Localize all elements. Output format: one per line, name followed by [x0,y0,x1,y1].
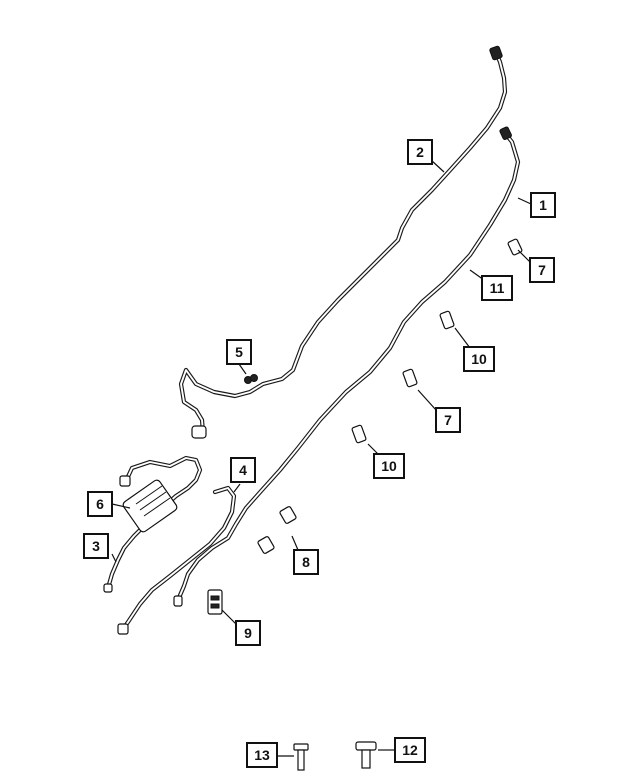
tube-2 [178,45,508,439]
svg-text:13: 13 [254,747,270,763]
callout-11: 11 [481,275,513,301]
leader-lines [111,159,532,757]
clip-part-7b [402,368,418,388]
callout-12: 12 [394,737,426,763]
callout-10a: 10 [463,346,495,372]
callout-6: 6 [87,491,113,517]
svg-text:6: 6 [96,496,104,512]
tube-2-end-fitting [191,425,207,439]
callout-8: 8 [293,549,319,575]
svg-text:11: 11 [490,280,505,296]
callout-10b: 10 [373,453,405,479]
callout-2: 2 [407,139,433,165]
tube-3-end-fitting [119,475,131,487]
callout-3: 3 [83,533,109,559]
callout-9: 9 [235,620,261,646]
svg-text:4: 4 [239,462,247,478]
svg-text:5: 5 [235,344,243,360]
bolt-part-13 [293,743,309,771]
clip-part-5 [244,374,258,384]
callout-13: 13 [246,742,278,768]
svg-text:7: 7 [538,262,546,278]
tube-1 [173,126,521,607]
callout-7a: 7 [529,257,555,283]
svg-text:9: 9 [244,625,252,641]
tube-1-end-fitting [173,595,183,607]
clip-part-10b [351,424,367,444]
bolt-part-12 [355,741,377,769]
tube-4 [117,485,237,635]
svg-text:10: 10 [471,351,487,367]
tube-4-end-fitting [117,623,129,635]
callout-1: 1 [530,192,556,218]
svg-text:12: 12 [402,742,418,758]
clip-part-8 [257,506,297,554]
svg-text:2: 2 [416,144,424,160]
tube-3 [103,455,203,593]
svg-text:7: 7 [444,412,452,428]
callout-4: 4 [230,457,256,483]
clip-part-10a [439,310,455,330]
bracket-part-9 [207,589,223,615]
callout-5: 5 [226,339,252,365]
svg-text:8: 8 [302,554,310,570]
tube-3-end-cap [103,583,113,593]
callout-7b: 7 [435,407,461,433]
filter-part-6 [122,479,178,533]
svg-text:1: 1 [539,197,547,213]
tube-2-connector [489,45,503,61]
svg-text:3: 3 [92,538,100,554]
tube-1-connector [499,126,512,140]
svg-text:10: 10 [381,458,397,474]
